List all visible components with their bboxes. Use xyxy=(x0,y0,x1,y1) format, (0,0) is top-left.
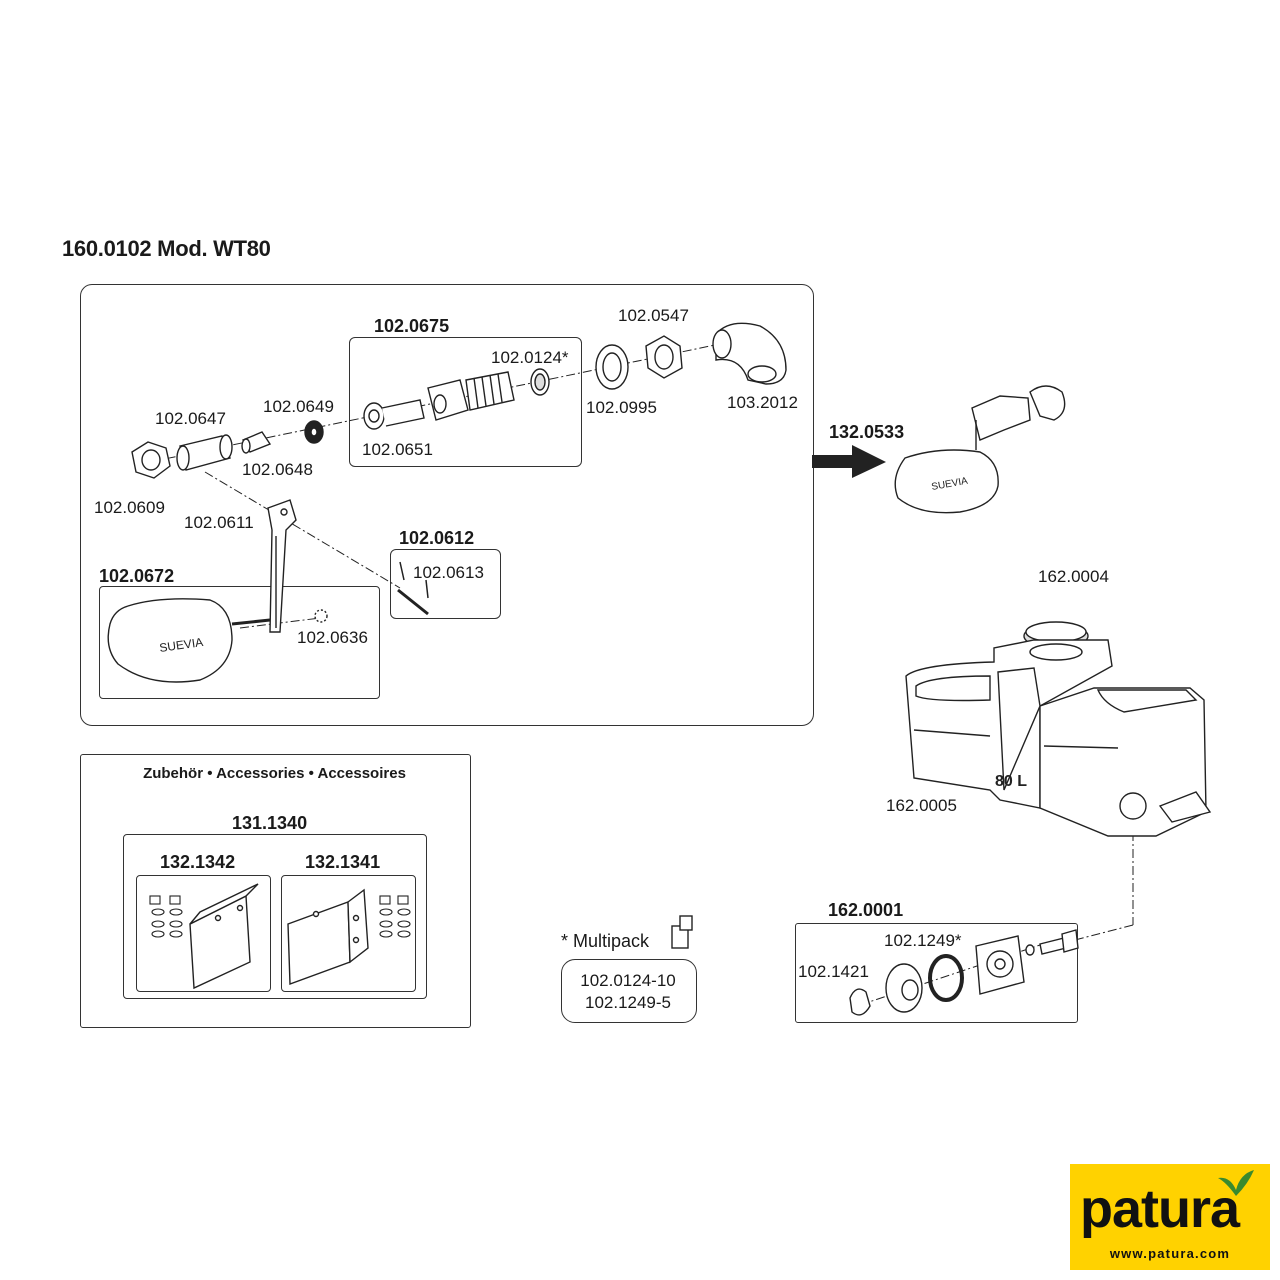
brand-logo: patura www.patura.com xyxy=(1070,1164,1270,1270)
assembled-valve-label: 132.0533 xyxy=(829,422,905,442)
part-label-102-0613: 102.0613 xyxy=(413,563,484,582)
multipack-icon xyxy=(671,915,693,949)
lever-102-0611 xyxy=(267,499,297,633)
part-label-102-0547: 102.0547 xyxy=(618,306,689,325)
assembled-valve-132-0533 xyxy=(894,385,1066,514)
leaf-icon xyxy=(1218,1170,1254,1196)
accessories-frame xyxy=(80,754,471,1028)
accessory-set-frame xyxy=(123,834,427,999)
group-frame-102-0675 xyxy=(349,337,582,467)
multipack-label: * Multipack xyxy=(561,931,650,951)
trough-capacity-label: 80 L xyxy=(995,773,1027,790)
part-label-102-0124: 102.0124* xyxy=(491,348,569,367)
valve-body-102-0675 xyxy=(427,371,515,421)
float-brand-label: SUEVIA xyxy=(158,635,204,655)
bracket-132-1342-drawing xyxy=(149,883,259,990)
trough-cap-label: 162.0004 xyxy=(1038,567,1109,586)
float-102-0672 xyxy=(107,598,271,683)
trough-162-0005 xyxy=(905,639,1212,837)
part-label-102-0651: 102.0651 xyxy=(362,440,433,459)
multipack-item: 102.0124-10 xyxy=(580,971,676,990)
diagram-title: 160.0102 Mod. WT80 xyxy=(62,236,271,261)
trough-body-label: 162.0005 xyxy=(886,796,957,815)
part-label-102-0995: 102.0995 xyxy=(586,398,657,417)
piston-102-0651 xyxy=(363,399,425,430)
part-label-102-0609: 102.0609 xyxy=(94,498,165,517)
drain-kit-label: 162.0001 xyxy=(828,900,904,920)
strainer-102-0124 xyxy=(530,368,550,396)
gasket-102-0995 xyxy=(595,344,629,390)
pin-102-0613 xyxy=(397,561,429,616)
bracket-b-label: 132.1341 xyxy=(305,852,381,872)
part-label-102-0647: 102.0647 xyxy=(155,409,226,428)
accessories-heading: Zubehör • Accessories • Accessoires xyxy=(143,765,406,782)
group-label-102-0612: 102.0612 xyxy=(399,528,475,548)
part-label-102-0611: 102.0611 xyxy=(184,513,254,532)
washer-102-0649 xyxy=(304,420,324,444)
part-label-102-1421: 102.1421 xyxy=(798,962,869,981)
multipack-item: 102.1249-5 xyxy=(584,993,672,1012)
group-frame-102-0612 xyxy=(390,549,501,619)
nut-102-0547 xyxy=(645,335,683,379)
bracket-a-frame xyxy=(136,875,271,992)
cap-102-0636 xyxy=(314,609,328,623)
sleeve-102-0647 xyxy=(176,434,233,471)
group-label-102-0672: 102.0672 xyxy=(99,566,175,586)
main-assembly-frame xyxy=(80,284,814,726)
nut-102-0609 xyxy=(131,441,171,479)
bracket-132-1341-drawing xyxy=(287,888,411,985)
logo-wordmark: patura xyxy=(1080,1179,1240,1239)
part-label-102-0636: 102.0636 xyxy=(297,628,368,647)
multipack-frame xyxy=(561,959,697,1023)
assembly-arrow xyxy=(812,445,886,478)
logo-url: www.patura.com xyxy=(1109,1246,1231,1261)
elbow-103-2012 xyxy=(712,322,787,385)
bracket-b-frame xyxy=(281,875,416,992)
group-label-102-0675: 102.0675 xyxy=(374,316,450,336)
part-label-102-1249: 102.1249* xyxy=(884,931,962,950)
part-label-102-0649: 102.0649 xyxy=(263,397,334,416)
part-label-103-2012: 103.2012 xyxy=(727,393,798,412)
drain-kit-162-0001 xyxy=(849,929,1079,1016)
bracket-a-label: 132.1342 xyxy=(160,852,236,872)
part-label-102-0648: 102.0648 xyxy=(242,460,313,479)
group-frame-102-0672 xyxy=(99,586,380,699)
drain-kit-frame xyxy=(795,923,1078,1023)
nozzle-102-0648 xyxy=(241,431,272,454)
accessory-set-label: 131.1340 xyxy=(232,813,308,833)
